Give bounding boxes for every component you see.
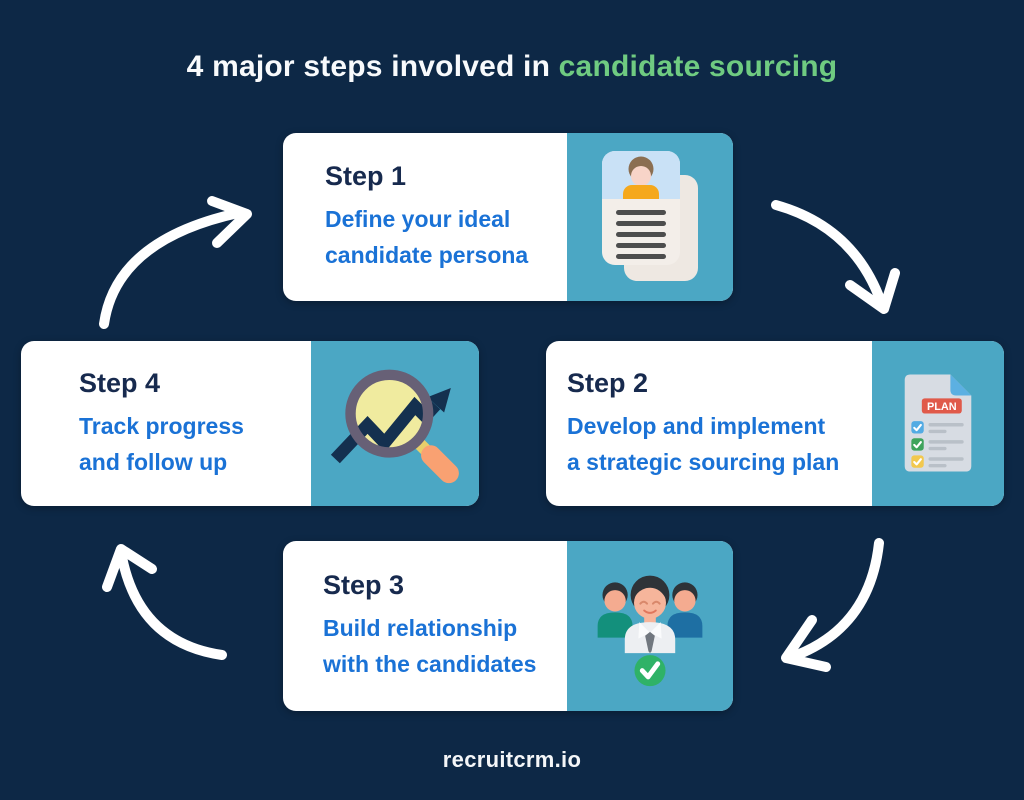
step-4-icon-panel (311, 341, 479, 506)
step-2-label: Step 2 (567, 367, 649, 398)
step-3-icon-panel (567, 541, 733, 711)
checklist-row-green (911, 437, 964, 451)
arrow-step1-to-step2-icon (771, 200, 900, 314)
step-3-label: Step 3 (323, 570, 405, 600)
title-highlight: candidate sourcing (558, 50, 838, 83)
step-4-description: Track progress and follow up (79, 408, 311, 480)
title-prefix: 4 major steps involved in (186, 50, 551, 83)
step-1-label: Step 1 (325, 161, 407, 191)
step-card-2: Step 2 Develop and implement a strategic… (546, 341, 1004, 506)
step-2-icon-panel: PLAN (872, 341, 1004, 506)
step-4-desc-line-1: Track progress (79, 412, 244, 439)
step-2-desc-line-2: a strategic sourcing plan (567, 448, 840, 475)
arrow-step3-to-step4-icon (102, 544, 227, 660)
step-1-desc-line-1: Define your ideal (325, 206, 511, 232)
arrow-into-step1-icon (99, 196, 252, 329)
step-1-icon-panel (567, 133, 733, 301)
page-title: 4 major steps involved in candidate sour… (0, 50, 1024, 84)
step-4-desc-line-2: and follow up (79, 448, 228, 475)
step-3-description: Build relationship with the candidates (323, 610, 567, 682)
step-card-4: Step 4 Track progress and follow up (21, 341, 479, 506)
plan-badge-label: PLAN (927, 401, 957, 413)
step-1-desc-line-2: candidate persona (325, 242, 529, 268)
step-2-desc-line-1: Develop and implement (567, 412, 826, 439)
step-3-text: Step 3 Build relationship with the candi… (283, 541, 567, 711)
step-2-description: Develop and implement a strategic sourci… (567, 408, 872, 480)
step-1-description: Define your ideal candidate persona (325, 201, 567, 273)
step-2-text: Step 2 Develop and implement a strategic… (546, 341, 872, 506)
arrow-step2-to-step3-icon (781, 538, 884, 672)
step-4-text: Step 4 Track progress and follow up (21, 341, 311, 506)
step-4-label: Step 4 (79, 367, 161, 398)
plan-checklist-icon: PLAN (904, 374, 972, 472)
step-3-desc-line-2: with the candidates (323, 651, 537, 677)
step-card-3: Step 3 Build relationship with the candi… (283, 541, 733, 711)
magnifier-trend-icon (330, 369, 459, 483)
step-1-text: Step 1 Define your ideal candidate perso… (283, 133, 567, 301)
checklist-row-yellow (911, 454, 964, 468)
team-check-icon (597, 575, 703, 687)
step-3-desc-line-1: Build relationship (323, 615, 518, 641)
checklist-row-blue (911, 420, 964, 434)
step-card-1: Step 1 Define your ideal candidate perso… (283, 133, 733, 301)
resume-document-icon (602, 151, 698, 281)
brand-footer: recruitcrm.io (442, 747, 582, 772)
